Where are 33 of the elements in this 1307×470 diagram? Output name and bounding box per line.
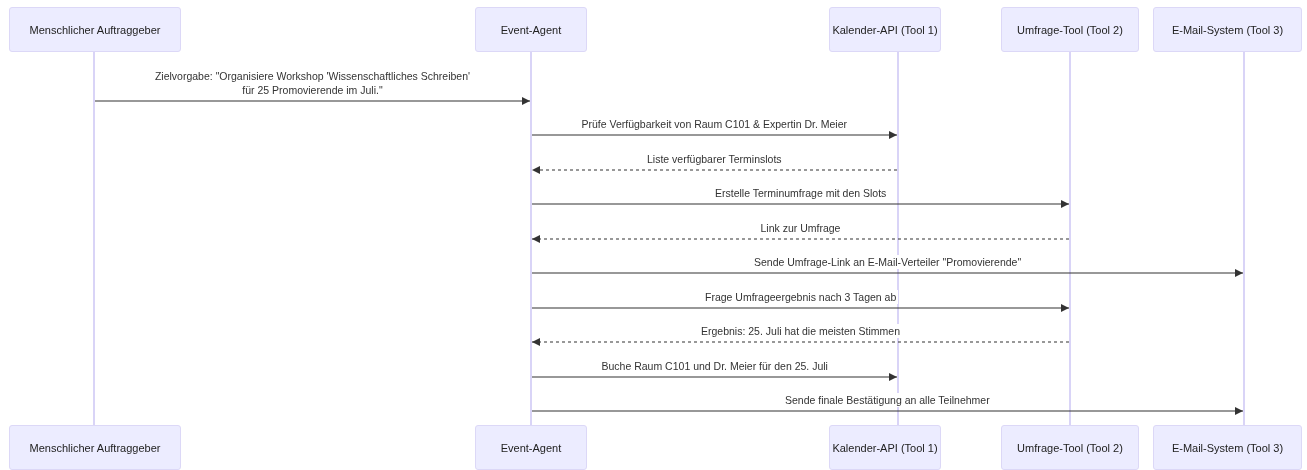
- message-arrow: [531, 373, 898, 381]
- message-label: Buche Raum C101 und Dr. Meier für den 25. Juli: [599, 359, 830, 373]
- message-label: Sende Umfrage-Link an E-Mail-Verteiler "Promovierende": [752, 255, 1024, 269]
- message-arrow: [531, 304, 1070, 312]
- message-label: Frage Umfrageergebnis nach 3 Tagen ab: [703, 290, 899, 304]
- participant-box: E-Mail-System (Tool 3): [1153, 7, 1302, 52]
- participant-box: Kalender-API (Tool 1): [829, 425, 941, 470]
- message-arrow: [531, 200, 1070, 208]
- message-arrow: [531, 407, 1244, 415]
- participant-box: Menschlicher Auftraggeber: [9, 425, 181, 470]
- message-label: Erstelle Terminumfrage mit den Slots: [713, 186, 889, 200]
- message-arrow: [531, 269, 1244, 277]
- lifeline: [1243, 52, 1245, 425]
- lifeline: [1069, 52, 1071, 425]
- message-arrow: [531, 131, 898, 139]
- dashed-return-arrow: [531, 338, 1070, 346]
- message-label: Liste verfügbarer Terminslots: [645, 152, 784, 166]
- message-label: Link zur Umfrage: [758, 221, 843, 235]
- message-label: Ergebnis: 25. Juli hat die meisten Stimmen: [699, 324, 902, 338]
- message-arrow: [94, 97, 531, 105]
- participant-box: Umfrage-Tool (Tool 2): [1001, 7, 1139, 52]
- participant-box: Event-Agent: [475, 7, 587, 52]
- lifeline: [530, 52, 532, 425]
- participant-box: Kalender-API (Tool 1): [829, 7, 941, 52]
- participant-box: Umfrage-Tool (Tool 2): [1001, 425, 1139, 470]
- lifeline: [93, 52, 95, 425]
- participant-box: Event-Agent: [475, 425, 587, 470]
- dashed-return-arrow: [531, 235, 1070, 243]
- dashed-return-arrow: [531, 166, 898, 174]
- participant-box: Menschlicher Auftraggeber: [9, 7, 181, 52]
- message-label: Sende finale Bestätigung an alle Teilnehmer: [783, 393, 992, 407]
- participant-box: E-Mail-System (Tool 3): [1153, 425, 1302, 470]
- message-label: Prüfe Verfügbarkeit von Raum C101 & Expertin Dr. Meier: [579, 117, 850, 131]
